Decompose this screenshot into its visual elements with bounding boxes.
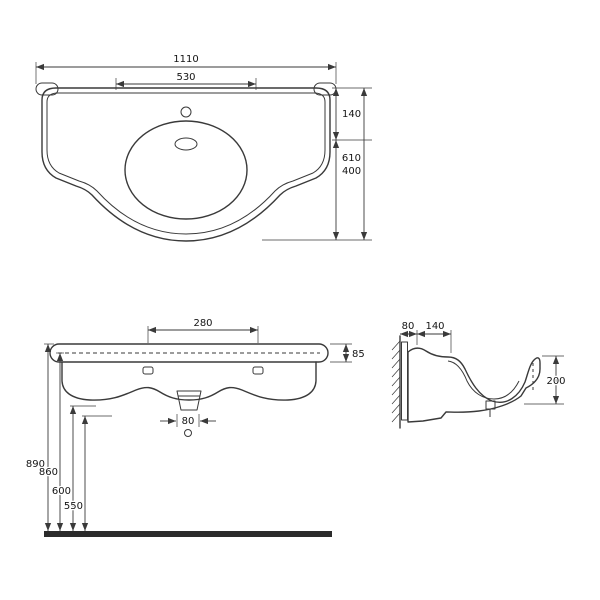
side-bowl-inner-line: [447, 360, 520, 400]
dim-rim-height: 85: [352, 349, 365, 360]
dim-height-to-underside: 860: [39, 467, 58, 478]
drain-outlet-mark: [184, 429, 192, 437]
dim-overall-width: 1110: [173, 54, 198, 65]
front-view: 280 85 80 890 860 600 550: [25, 317, 366, 537]
dim-inner-width: 530: [176, 72, 195, 83]
dim-basin-to-front: 400: [342, 166, 361, 177]
dim-height-to-trap: 550: [64, 501, 83, 512]
dim-drain-diameter: 80: [182, 416, 195, 427]
front-apron-outline: [61, 361, 317, 401]
dim-tap-hole-spacing: 280: [193, 318, 212, 329]
dim-height-to-rim: 890: [26, 459, 45, 470]
fixing-hole-left: [142, 366, 154, 375]
mounting-bracket: [401, 341, 408, 421]
wall-hatching: [391, 340, 401, 423]
front-rim-outline: [49, 343, 329, 363]
dim-overall-depth: 610: [342, 153, 361, 164]
overflow-hole: [174, 137, 198, 151]
dim-height-to-apron: 600: [52, 486, 71, 497]
dim-back-to-basin: 140: [342, 109, 361, 120]
basin-outline: [124, 120, 248, 220]
ground-line: [44, 531, 332, 537]
dim-front-apron-height: 200: [546, 376, 565, 387]
dim-wall-bracket-depth: 80: [402, 321, 415, 332]
side-profile-outline: [407, 347, 541, 423]
drain-cover: [176, 390, 202, 411]
fixing-hole-right: [252, 366, 264, 375]
top-view-left-corner-tab: [35, 82, 59, 96]
dim-back-ledge-depth: 140: [425, 321, 444, 332]
tap-hole: [180, 106, 192, 118]
top-view: 1110 530 140 400 610: [35, 53, 372, 242]
top-view-inner-outline: [46, 92, 326, 235]
top-view-outer-outline: [41, 87, 331, 242]
side-view: 80 140 200: [391, 320, 567, 429]
